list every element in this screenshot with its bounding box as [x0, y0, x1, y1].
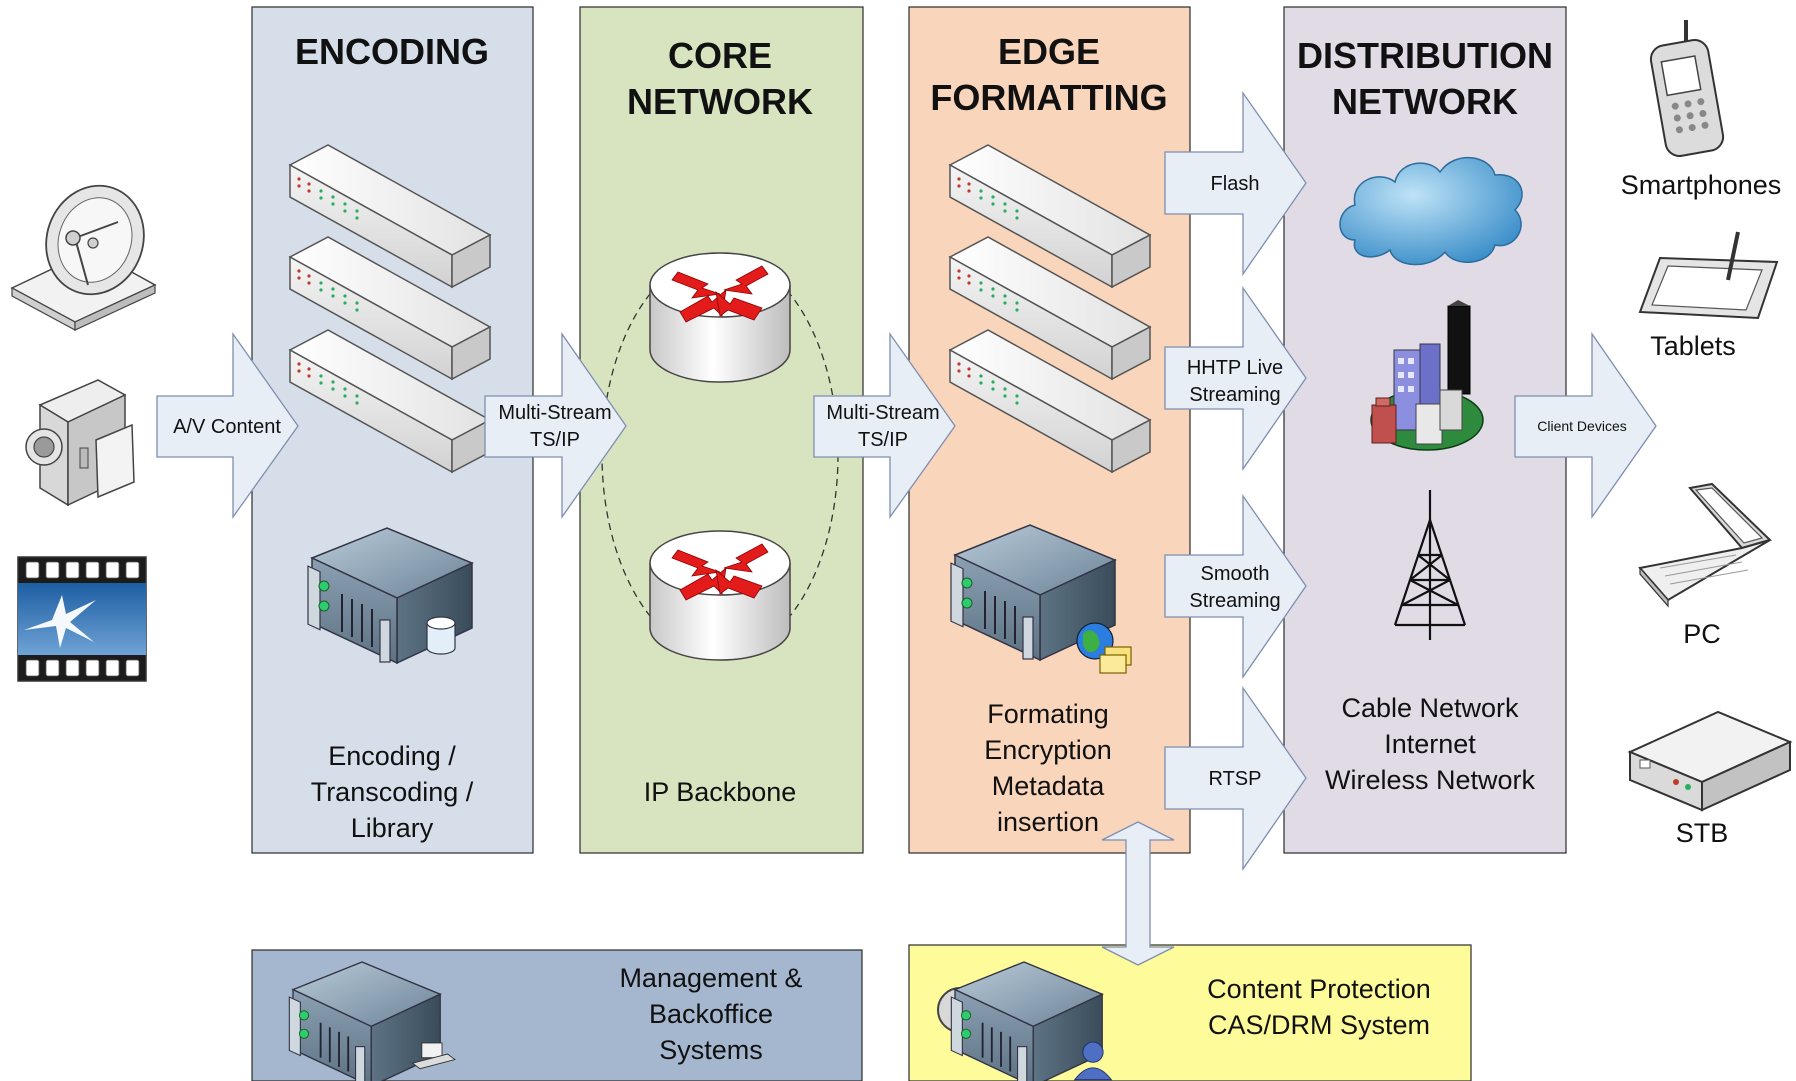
encoding-caption: Encoding /Transcoding /Library — [311, 741, 474, 843]
core-network-caption: IP Backbone — [644, 777, 797, 807]
smartphones-label: Smartphones — [1621, 170, 1782, 200]
smartphone-icon — [1649, 20, 1725, 157]
satellite-dish-icon — [10, 184, 157, 332]
router-icon — [649, 252, 791, 383]
server-database-icon — [307, 527, 473, 664]
rtsp-arrow: RTSP — [1164, 685, 1307, 872]
pc-label: PC — [1683, 619, 1721, 649]
laptop-icon — [1638, 482, 1772, 608]
svg-text:Client Devices: Client Devices — [1537, 418, 1626, 434]
av-content-arrow: A/V Content — [156, 331, 299, 520]
city-icon — [1370, 300, 1484, 451]
radio-tower-icon — [1393, 490, 1467, 640]
server-computer-icon — [288, 961, 456, 1081]
svg-text:Flash: Flash — [1211, 173, 1260, 195]
tablets-label: Tablets — [1650, 331, 1736, 361]
protection-double-arrow — [1101, 821, 1175, 966]
film-icon — [17, 556, 147, 682]
cloud-icon — [1339, 157, 1523, 266]
client-devices-arrow: Client Devices — [1514, 331, 1657, 520]
server-globe-icon — [950, 524, 1132, 674]
tablet-icon — [1638, 231, 1779, 320]
svg-text:A/V Content: A/V Content — [173, 416, 281, 438]
camcorder-icon — [25, 379, 135, 507]
flash-arrow: Flash — [1164, 90, 1307, 277]
set-top-box-icon — [1627, 710, 1793, 812]
encoding-title: ENCODING — [295, 31, 489, 72]
svg-text:RTSP: RTSP — [1209, 768, 1262, 790]
stb-label: STB — [1676, 818, 1729, 848]
router-icon — [649, 530, 791, 661]
server-user-icon — [950, 961, 1113, 1081]
